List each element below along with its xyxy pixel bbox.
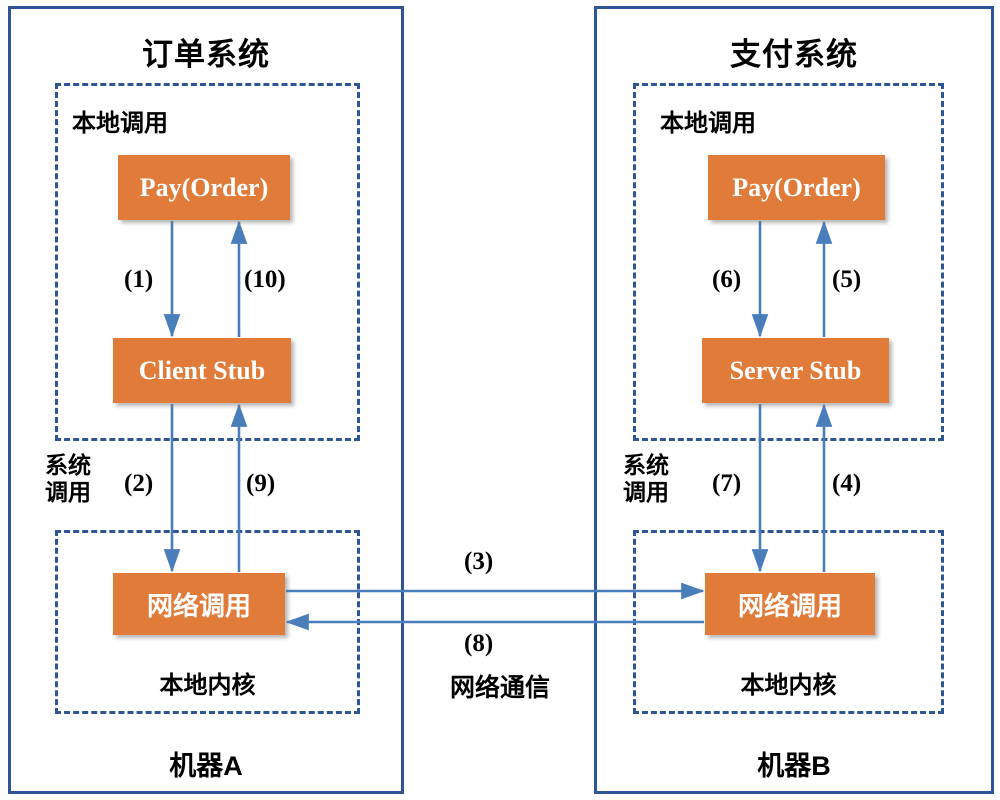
node-network-call-b[interactable]: 网络调用 xyxy=(705,573,875,635)
step-label-9: (9) xyxy=(246,470,276,497)
step-label-7: (7) xyxy=(712,470,742,497)
step-label-2: (2) xyxy=(124,470,154,497)
node-pay-order-b[interactable]: Pay(Order) xyxy=(708,155,885,220)
syscall-label-a: 系统 调用 xyxy=(45,452,91,506)
page-title-order-system: 订单系统 xyxy=(142,37,270,72)
node-server-stub[interactable]: Server Stub xyxy=(702,338,889,403)
step-label-5: (5) xyxy=(832,266,862,293)
node-pay-order-a[interactable]: Pay(Order) xyxy=(118,155,290,220)
page-title-payment-system: 支付系统 xyxy=(730,37,858,72)
step-label-10: (10) xyxy=(244,266,286,293)
local-call-zone-label-a: 本地调用 xyxy=(72,110,168,137)
step-label-1: (1) xyxy=(124,266,154,293)
step-label-8: (8) xyxy=(464,630,494,657)
local-call-zone-label-b: 本地调用 xyxy=(660,110,756,137)
network-communication-label: 网络通信 xyxy=(449,674,550,702)
machine-a-label: 机器A xyxy=(169,751,243,781)
machine-b-label: 机器B xyxy=(757,751,831,781)
node-network-call-a[interactable]: 网络调用 xyxy=(113,573,285,635)
node-client-stub[interactable]: Client Stub xyxy=(113,338,291,403)
syscall-label-b: 系统 调用 xyxy=(623,452,669,506)
step-label-6: (6) xyxy=(712,266,742,293)
step-label-3: (3) xyxy=(464,548,494,575)
local-call-zone-b xyxy=(633,83,944,441)
local-kernel-zone-label-b: 本地内核 xyxy=(740,672,837,699)
local-kernel-zone-label-a: 本地内核 xyxy=(159,672,256,699)
step-label-4: (4) xyxy=(832,470,862,497)
local-call-zone-a xyxy=(55,83,360,441)
